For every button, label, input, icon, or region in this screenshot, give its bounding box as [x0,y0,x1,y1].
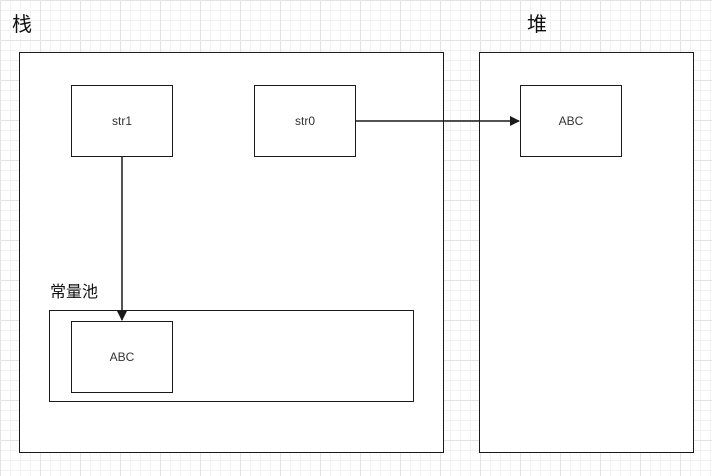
heap-label: 堆 [527,12,547,36]
str0-box[interactable]: str0 [254,85,356,157]
str1-label: str1 [111,114,132,128]
pool-abc-box[interactable]: ABC [71,321,173,393]
str0-label: str0 [294,114,315,128]
stack-label: 栈 [12,12,32,36]
constant-pool-label: 常量池 [50,282,99,301]
pool-abc-label: ABC [109,350,135,364]
str1-box[interactable]: str1 [71,85,173,157]
heap-abc-box[interactable]: ABC [520,85,622,157]
heap-abc-label: ABC [558,114,584,128]
